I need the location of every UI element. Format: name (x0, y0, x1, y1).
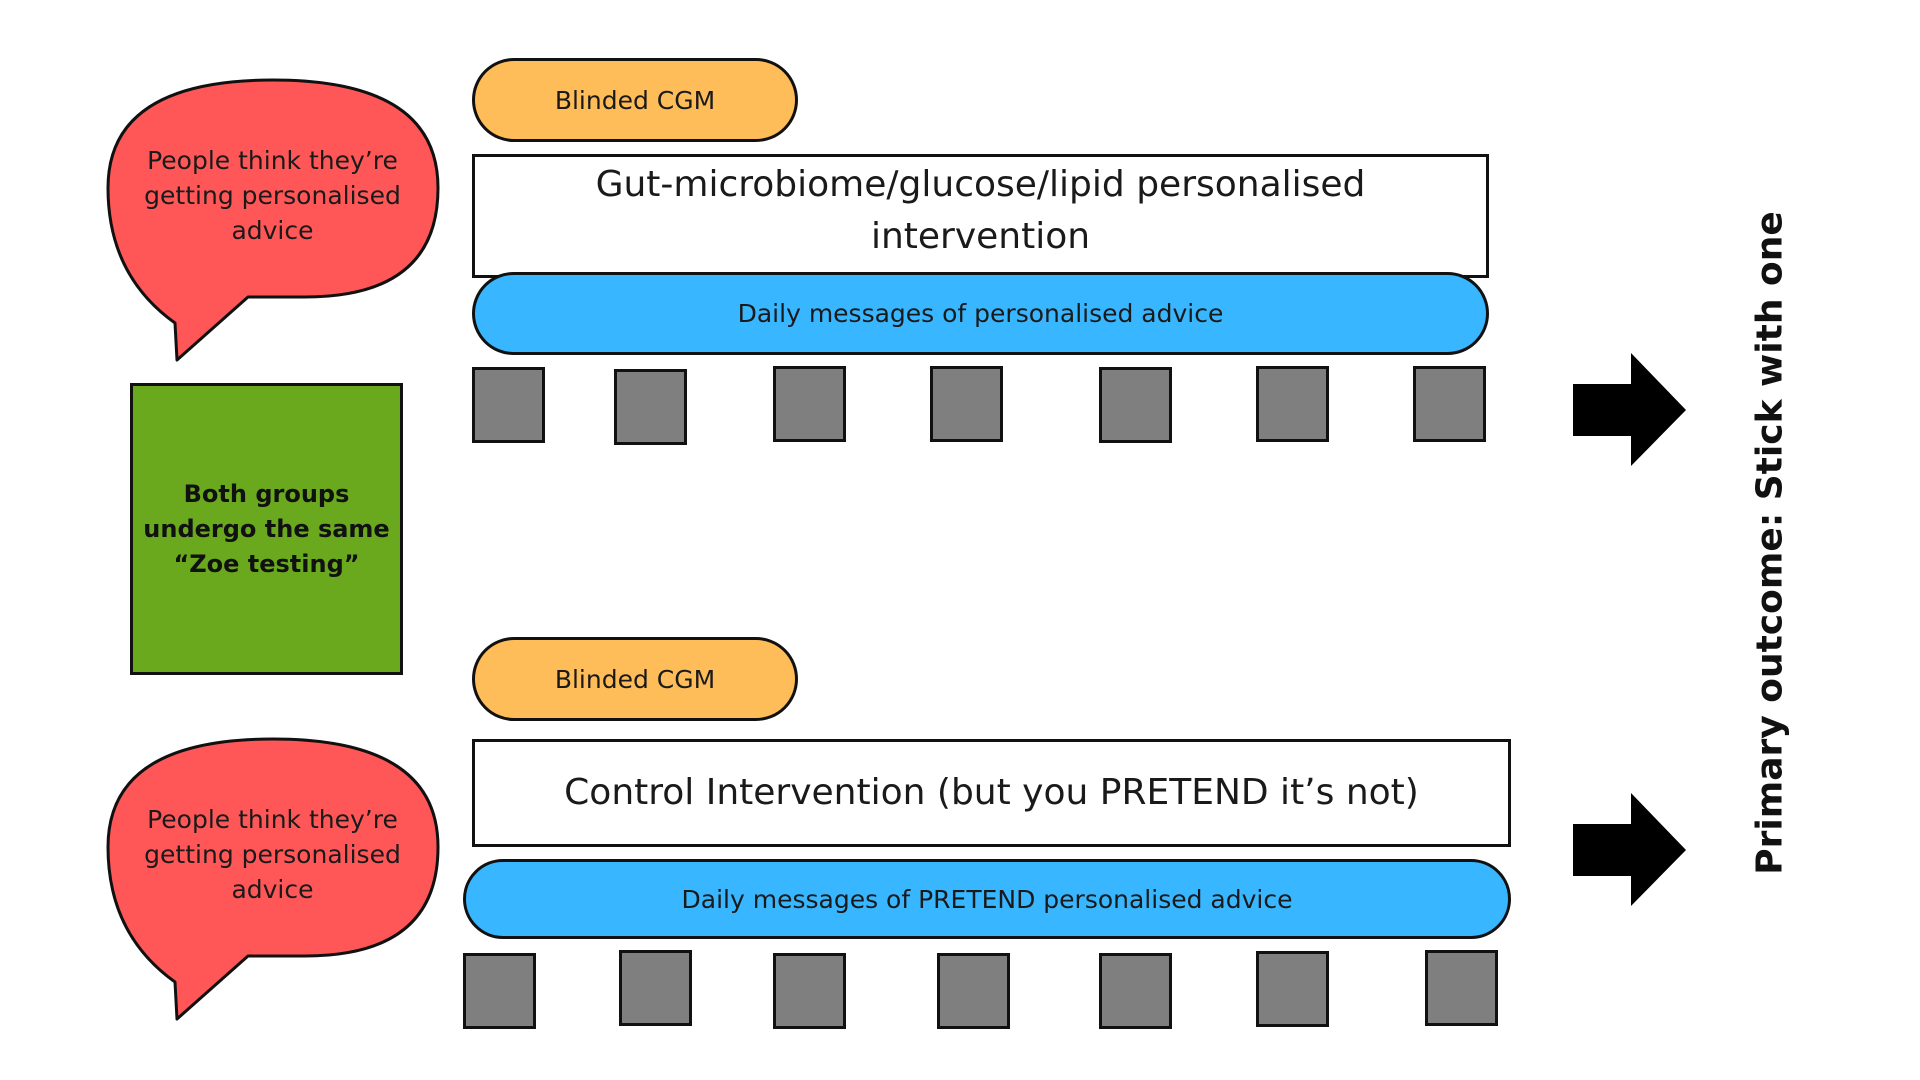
speech-bubble-line: getting personalised (144, 839, 401, 869)
speech-bubble-bottom-shape (106, 737, 440, 1021)
message-square (937, 953, 1010, 1029)
message-square (614, 369, 687, 445)
messages-label: Daily messages of PRETEND personalised a… (681, 884, 1293, 914)
message-square (463, 953, 536, 1029)
cgm-label: Blinded CGM (554, 664, 716, 694)
messages-label: Daily messages of personalised advice (737, 299, 1224, 328)
message-square (1256, 951, 1329, 1027)
message-square (619, 950, 692, 1026)
intervention-box-bottom: Control Intervention (but you PRETEND it… (472, 739, 1511, 847)
message-square (1425, 950, 1498, 1026)
speech-bubble-line: People think they’re (147, 804, 398, 834)
intervention-label: Control Intervention (but you PRETEND it… (564, 772, 1419, 813)
speech-bubble-line: People think they’re (147, 145, 398, 175)
shared-testing-label: Both groups undergo the same “Zoe testin… (143, 479, 390, 578)
speech-bubble-line: advice (231, 215, 314, 245)
daily-messages-bottom: Daily messages of PRETEND personalised a… (463, 859, 1511, 939)
cgm-label: Blinded CGM (554, 85, 716, 115)
message-square (1413, 366, 1486, 442)
speech-bubble-bottom: People think they’re getting personalise… (110, 779, 435, 929)
message-square (1256, 366, 1329, 442)
daily-messages-top: Daily messages of personalised advice (472, 272, 1489, 355)
intervention-box-top: Gut-microbiome/glucose/lipid personalise… (472, 154, 1489, 278)
shared-testing-box: Both groups undergo the same “Zoe testin… (130, 383, 403, 675)
speech-bubble-line: getting personalised (144, 180, 401, 210)
message-square (1099, 367, 1172, 443)
message-square (472, 367, 545, 443)
blinded-cgm-bottom: Blinded CGM (472, 637, 798, 721)
speech-bubble-top-shape (106, 78, 440, 362)
blinded-cgm-top: Blinded CGM (472, 58, 798, 142)
arrow-right-icon (1573, 353, 1686, 466)
primary-outcome-label: Primary outcome: Stick with one (1749, 211, 1791, 875)
message-square (773, 366, 846, 442)
message-square (1099, 953, 1172, 1029)
message-square (930, 366, 1003, 442)
speech-bubble-top: People think they’re getting personalise… (110, 120, 435, 270)
speech-bubble-line: advice (231, 874, 314, 904)
arrow-right-icon (1573, 793, 1686, 906)
message-square (773, 953, 846, 1029)
intervention-label: Gut-microbiome/glucose/lipid personalise… (595, 164, 1366, 257)
